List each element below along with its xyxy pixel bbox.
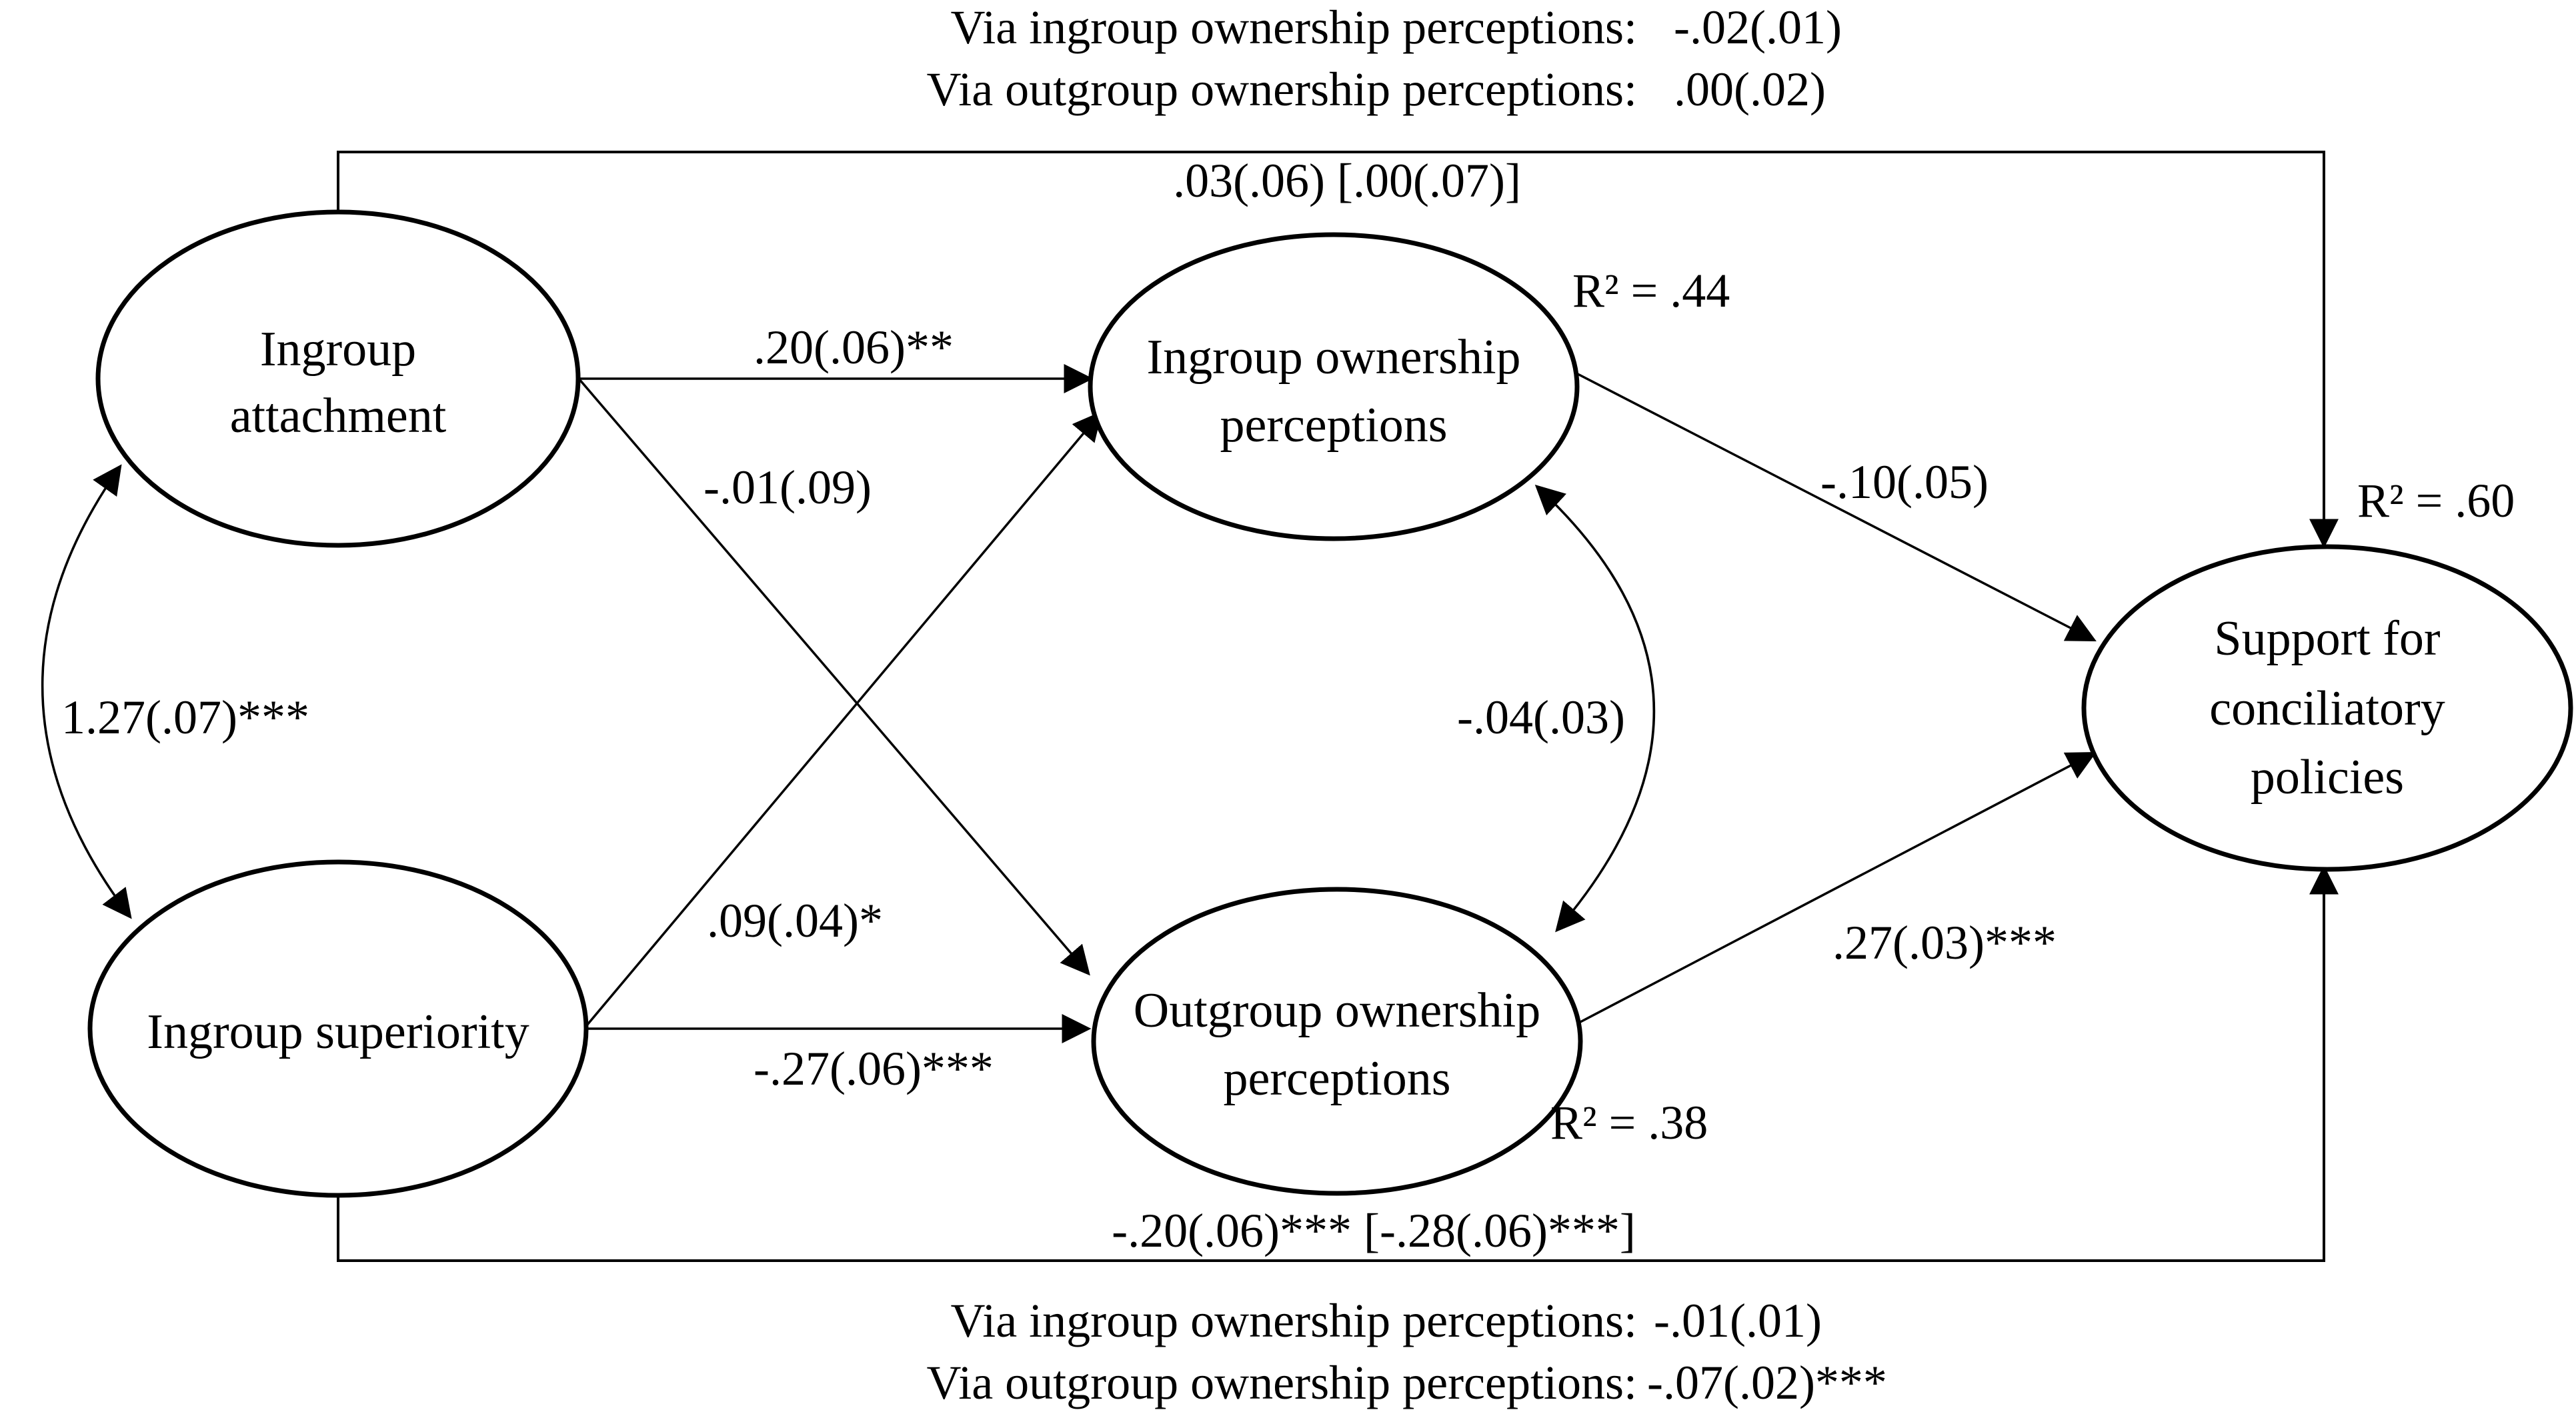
indirect-effects-top: Via ingroup ownership perceptions: -.02(… <box>927 1 1842 116</box>
indirect-top-value-1: -.02(.01) <box>1674 1 1842 54</box>
indirect-top-value-2: .00(.02) <box>1674 63 1826 116</box>
node-label-line: attachment <box>230 389 447 443</box>
coef-super-direct: -.20(.06)*** [-.28(.06)***] <box>1112 1204 1636 1257</box>
node-label-line: conciliatory <box>2209 681 2445 736</box>
node-label-line: Outgroup ownership <box>1134 983 1540 1038</box>
node-ingroup-superiority: Ingroup superiority <box>87 859 589 1198</box>
coef-ingroup-own-support: -.10(.05) <box>1820 455 1989 509</box>
coef-cov-ownership: -.04(.03) <box>1457 691 1625 744</box>
path-super-direct <box>337 865 2339 1262</box>
coef-attach-outgroup-own: -.01(.09) <box>704 461 872 514</box>
node-label-line: Ingroup superiority <box>147 1005 529 1059</box>
node-label-line: perceptions <box>1223 1051 1450 1106</box>
node-label-line: Ingroup ownership <box>1146 330 1520 385</box>
node-support-conciliatory: Support for conciliatory policies <box>2081 544 2573 872</box>
indirect-bottom-label-1: Via ingroup ownership perceptions: <box>951 1294 1637 1347</box>
node-label-line: perceptions <box>1220 398 1447 453</box>
path-attach-direct <box>337 151 2339 549</box>
node-label-line: Ingroup <box>260 322 416 377</box>
node-label-line: policies <box>2251 750 2404 805</box>
path-attach-outgroup-own <box>577 377 1090 976</box>
indirect-top-label-1: Via ingroup ownership perceptions: <box>951 1 1637 54</box>
node-ingroup-attachment: Ingroup attachment <box>95 209 581 548</box>
path-outgroup-own-support <box>1577 751 2097 1025</box>
cov-ownership <box>1534 485 1656 933</box>
path-ingroup-own-support <box>1577 373 2097 642</box>
coef-super-ingroup-own: .09(.04)* <box>707 894 883 947</box>
coef-attach-ingroup-own: .20(.06)** <box>754 321 954 374</box>
indirect-bottom-value-1: -.01(.01) <box>1654 1294 1822 1347</box>
indirect-bottom-label-2: Via outgroup ownership perceptions: <box>927 1356 1637 1409</box>
coef-cov-attach-super: 1.27(.07)*** <box>61 691 309 744</box>
indirect-effects-bottom: Via ingroup ownership perceptions: -.01(… <box>927 1294 1887 1409</box>
coef-outgroup-own-support: .27(.03)*** <box>1832 916 2057 969</box>
r2-outgroup-ownership: R² = .38 <box>1550 1096 1708 1149</box>
indirect-bottom-value-2: -.07(.02)*** <box>1647 1356 1887 1409</box>
r2-ingroup-ownership: R² = .44 <box>1572 264 1730 317</box>
coef-attach-direct: .03(.06) [.00(.07)] <box>1173 154 1521 207</box>
node-label-line: Support for <box>2214 611 2440 666</box>
cov-attach-super <box>41 464 132 919</box>
indirect-top-label-2: Via outgroup ownership perceptions: <box>927 63 1637 116</box>
coef-super-outgroup-own: -.27(.06)*** <box>754 1042 994 1095</box>
node-ingroup-ownership: Ingroup ownership perceptions <box>1088 232 1580 541</box>
r2-support: R² = .60 <box>2357 474 2515 527</box>
node-outgroup-ownership: Outgroup ownership perceptions <box>1091 887 1583 1196</box>
path-super-ingroup-own <box>585 411 1102 1027</box>
